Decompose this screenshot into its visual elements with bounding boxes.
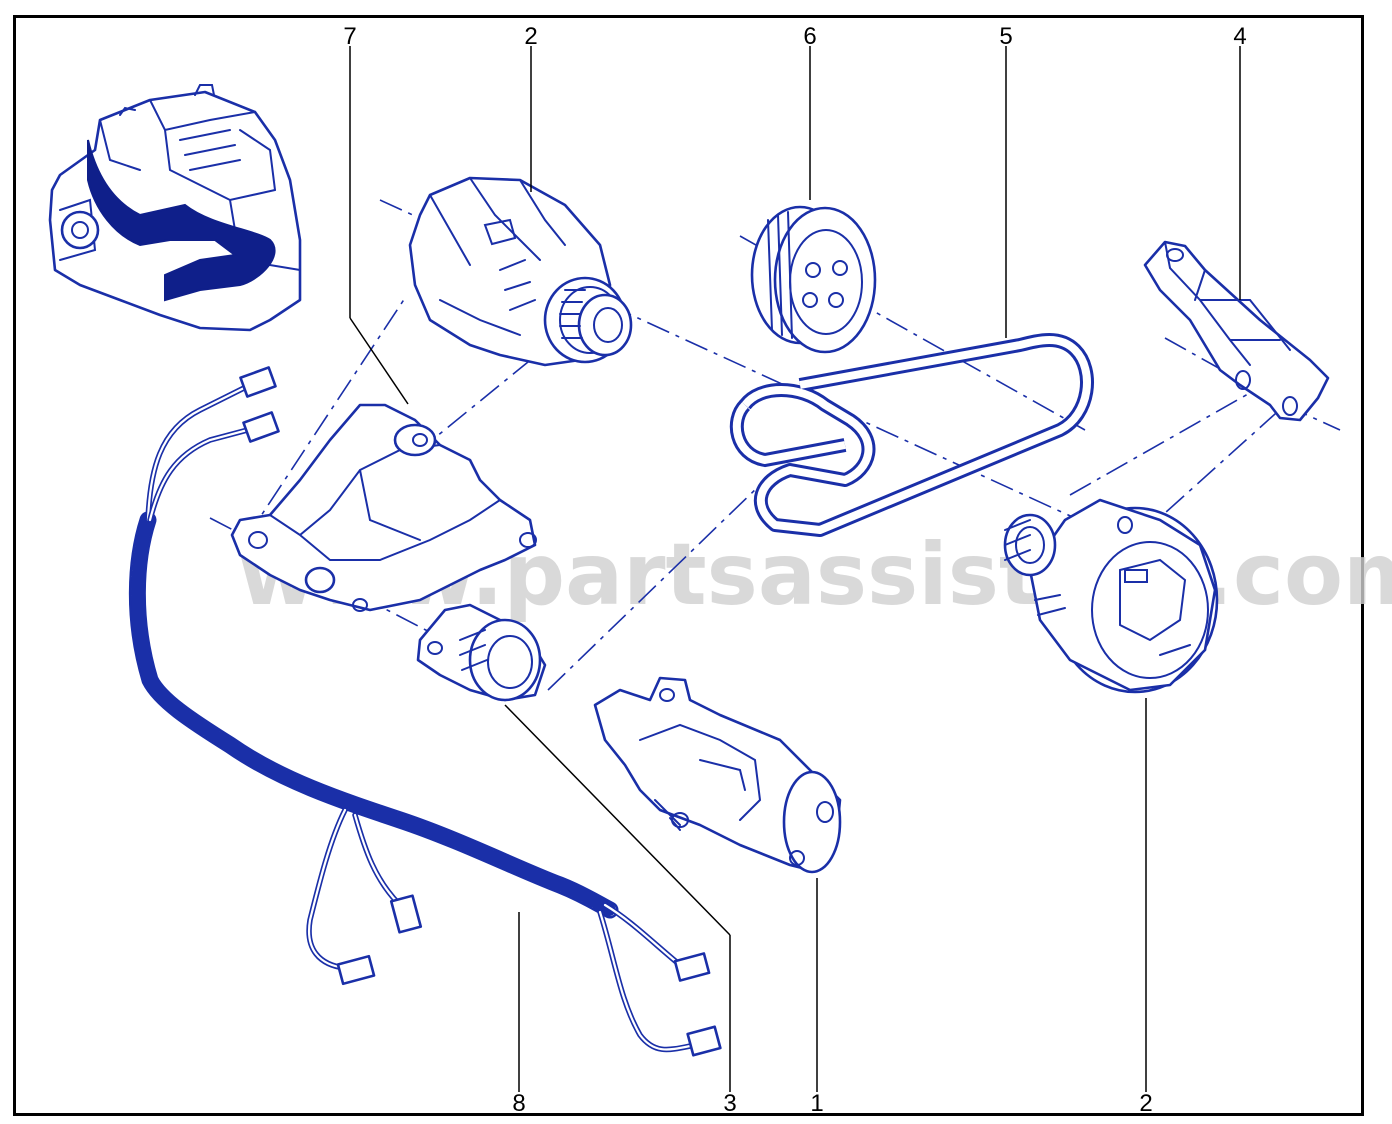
- callout-5: 5: [999, 23, 1012, 50]
- callout-numbers: 7 2 6 5 4 8 3 1 2: [343, 23, 1246, 1117]
- alternator-upper: [408, 176, 633, 367]
- diagram-frame: [13, 15, 1364, 1116]
- starter-motor: [593, 676, 842, 874]
- callout-2-top: 2: [524, 23, 537, 50]
- mounting-bracket-left: [230, 403, 537, 612]
- drive-belt: [729, 333, 1094, 537]
- callout-3: 3: [723, 1090, 736, 1117]
- callout-1: 1: [810, 1090, 823, 1117]
- callout-2-bottom: 2: [1139, 1090, 1152, 1117]
- crankshaft-pulley: [750, 205, 877, 354]
- alternator-lower: [1003, 498, 1219, 694]
- wiring-harness: [128, 366, 722, 1057]
- tensioner-pulley: [416, 603, 547, 702]
- alternator-bracket-right: [1143, 240, 1330, 422]
- callout-8: 8: [512, 1090, 525, 1117]
- callout-7: 7: [343, 23, 356, 50]
- engine-thumbnail: [48, 84, 302, 332]
- callout-4: 4: [1233, 23, 1246, 50]
- callout-6: 6: [803, 23, 816, 50]
- leader-lines: [349, 46, 1241, 1092]
